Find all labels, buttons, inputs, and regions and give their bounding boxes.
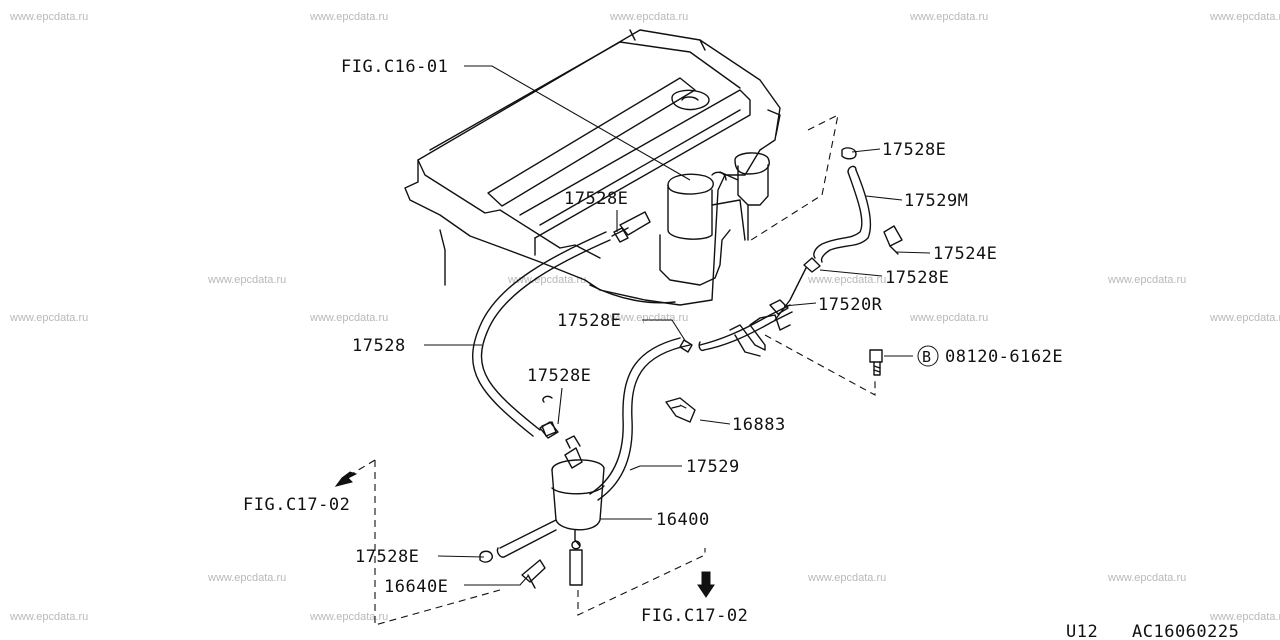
watermark: www.epcdata.ru (309, 611, 388, 623)
watermark: www.epcdata.ru (1209, 611, 1280, 623)
direction-arrows (334, 471, 715, 598)
watermark: www.epcdata.ru (9, 611, 88, 623)
part-labels: FIG.C16-01 17528E 17529M 17524E 17528E 1… (243, 57, 1239, 640)
label-16883[interactable]: 16883 (732, 415, 786, 435)
label-17529m[interactable]: 17529M (904, 191, 968, 211)
leader-lines (424, 65, 931, 586)
watermark: www.epcdata.ru (1209, 11, 1280, 23)
watermark: www.epcdata.ru (1107, 572, 1186, 584)
clamps-drawing (479, 395, 696, 589)
arrow-left-down-icon (334, 471, 358, 487)
label-17529[interactable]: 17529 (686, 457, 740, 477)
dashed-reference-lines (344, 114, 876, 626)
diagram-code: AC16060225 (1132, 622, 1239, 640)
label-17528e-filter[interactable]: 17528E (527, 366, 591, 386)
watermark: www.epcdata.ru (909, 11, 988, 23)
label-17528e-bottom[interactable]: 17528E (355, 547, 419, 567)
hose-17529m-drawing (803, 147, 903, 273)
label-17528e-engine[interactable]: 17528E (564, 189, 628, 209)
watermark: www.epcdata.ru (507, 274, 586, 286)
bolt-symbol-label: B (922, 348, 932, 366)
hose-17529-drawing (589, 337, 693, 501)
label-17528e-center[interactable]: 17528E (557, 311, 621, 331)
filter-16400-drawing (496, 435, 605, 586)
watermark: www.epcdata.ru (609, 312, 688, 324)
watermark: www.epcdata.ru (909, 312, 988, 324)
watermark: www.epcdata.ru (309, 312, 388, 324)
watermark: www.epcdata.ru (9, 11, 88, 23)
watermark: www.epcdata.ru (207, 274, 286, 286)
label-fig-c17-02-left[interactable]: FIG.C17-02 (243, 495, 350, 515)
watermark: www.epcdata.ru (309, 11, 388, 23)
watermark: www.epcdata.ru (609, 11, 688, 23)
label-17528[interactable]: 17528 (352, 336, 406, 356)
bolt-symbol-badge: B (917, 345, 939, 367)
watermark: www.epcdata.ru (807, 274, 886, 286)
watermark: www.epcdata.ru (9, 312, 88, 324)
label-17528e-mid-right[interactable]: 17528E (885, 268, 949, 288)
watermark: www.epcdata.ru (1107, 274, 1186, 286)
watermark-layer: www.epcdata.ru www.epcdata.ru www.epcdat… (9, 11, 1280, 623)
label-17528e-top-right[interactable]: 17528E (882, 140, 946, 160)
label-16400[interactable]: 16400 (656, 510, 710, 530)
page-code: U12 (1066, 622, 1098, 640)
label-17520r[interactable]: 17520R (818, 295, 883, 315)
label-fig-c17-02-bottom[interactable]: FIG.C17-02 (641, 606, 748, 626)
engine-head-cover-drawing (404, 29, 781, 306)
label-08120-6162e[interactable]: 08120-6162E (945, 347, 1063, 367)
label-fig-c16-01[interactable]: FIG.C16-01 (341, 57, 448, 77)
hose-17528-drawing (472, 227, 629, 439)
label-17524e[interactable]: 17524E (933, 244, 997, 264)
bolt-08120-drawing (869, 349, 883, 376)
label-16640e[interactable]: 16640E (384, 577, 448, 597)
arrow-down-icon (697, 571, 715, 598)
watermark: www.epcdata.ru (207, 572, 286, 584)
watermark: www.epcdata.ru (807, 572, 886, 584)
watermark: www.epcdata.ru (1209, 312, 1280, 324)
pipe-17520r-drawing (698, 267, 807, 357)
